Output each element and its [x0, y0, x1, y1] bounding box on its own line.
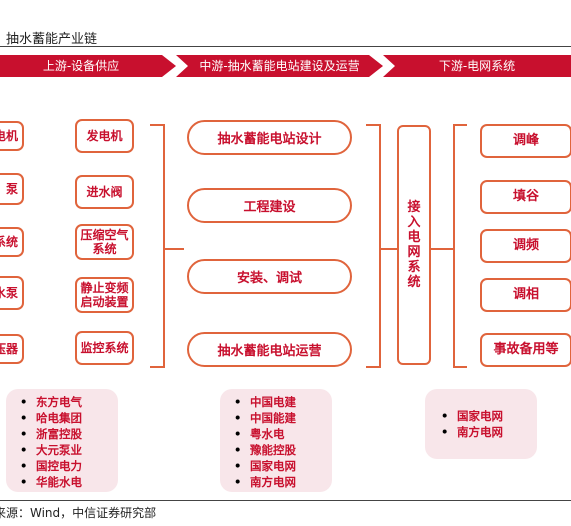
downstream-phase-modulation: 调相 — [480, 278, 571, 312]
downstream-bracket-spine — [453, 124, 455, 368]
midstream-bracket-top — [366, 124, 380, 126]
company-item: 国家电网 — [234, 458, 332, 474]
company-item: 南方电网 — [441, 424, 503, 440]
grid-access-node: 接入电网系统 — [397, 125, 431, 365]
midstream-bracket-spine — [379, 124, 381, 368]
page-title: 抽水蓄能产业链 — [6, 32, 98, 47]
company-item: 国控电力 — [20, 458, 118, 474]
upstream-bracket-top — [150, 124, 164, 126]
upstream-box-generator: 发电机 — [75, 119, 134, 153]
upstream-box-sfc: 静止变频启动装置 — [75, 277, 134, 313]
upstream-bracket-bottom — [150, 366, 164, 368]
upstream-left-box-5: 压器 — [0, 334, 24, 364]
company-item: 豫能控股 — [234, 442, 332, 458]
upstream-box-monitoring: 监控系统 — [75, 331, 134, 365]
company-item: 国家电网 — [441, 408, 503, 424]
upstream-box-inlet-valve: 进水阀 — [75, 175, 134, 209]
midstream-installation: 安装、调试 — [187, 259, 352, 294]
company-item: 哈电集团 — [20, 410, 118, 426]
downstream-peak-shaving: 调峰 — [480, 124, 571, 158]
midstream-bracket-bottom — [366, 366, 380, 368]
company-item: 中国能建 — [234, 410, 332, 426]
company-item: 粤水电 — [234, 426, 332, 442]
upstream-left-box-3: 系统 — [0, 227, 24, 257]
upstream-left-box-2: 泵 — [0, 173, 24, 205]
midstream-construction: 工程建设 — [187, 188, 352, 223]
company-item: 华能水电 — [20, 474, 118, 490]
downstream-bracket-top — [453, 124, 467, 126]
company-item: 中国电建 — [234, 394, 332, 410]
upstream-connector — [164, 248, 184, 250]
upstream-left-box-4: 水泵 — [0, 276, 24, 310]
midstream-design: 抽水蓄能电站设计 — [187, 120, 352, 155]
midstream-banner: 中游-抽水蓄能电站建设及运营 — [176, 55, 383, 77]
midstream-operation: 抽水蓄能电站运营 — [187, 332, 352, 367]
downstream-valley-filling: 填谷 — [480, 180, 571, 214]
company-item: 南方电网 — [234, 474, 332, 490]
grid-connector — [431, 248, 453, 250]
company-item: 大元泵业 — [20, 442, 118, 458]
downstream-companies-box: 国家电网 南方电网 — [425, 389, 537, 459]
midstream-connector — [380, 248, 397, 250]
downstream-frequency-regulation: 调频 — [480, 229, 571, 263]
top-divider — [0, 46, 571, 47]
upstream-companies-box: 东方电气 哈电集团 浙富控股 大元泵业 国控电力 华能水电 — [6, 389, 118, 492]
downstream-bracket-bottom — [453, 366, 467, 368]
company-item: 浙富控股 — [20, 426, 118, 442]
downstream-banner: 下游-电网系统 — [383, 55, 571, 77]
company-item: 东方电气 — [20, 394, 118, 410]
source-note: 来源：Wind，中信证券研究部 — [0, 506, 157, 520]
bottom-divider — [0, 500, 571, 501]
midstream-companies-box: 中国电建 中国能建 粤水电 豫能控股 国家电网 南方电网 — [220, 389, 332, 492]
grid-access-label: 接入电网系统 — [407, 200, 421, 290]
upstream-left-box-1: 电机 — [0, 121, 24, 151]
upstream-box-compressed-air: 压缩空气系统 — [75, 224, 134, 260]
upstream-bracket-spine — [163, 124, 165, 368]
upstream-banner: 上游-设备供应 — [0, 55, 176, 77]
downstream-emergency-reserve: 事故备用等 — [480, 333, 571, 367]
